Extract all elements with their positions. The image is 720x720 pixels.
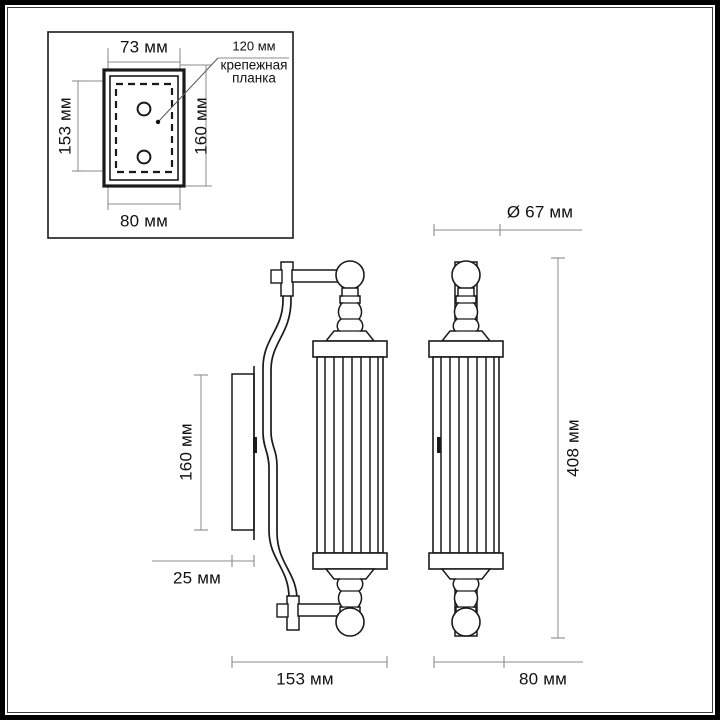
inset-dim-80: 80 мм (107, 199, 181, 230)
dim-80-main-label: 80 мм (519, 669, 567, 688)
dim-67-label: Ø 67 мм (507, 202, 573, 221)
inset-dim-153: 153 мм (55, 80, 83, 172)
inset-mounting-hole-lower (136, 149, 152, 165)
inset-dim-153-label: 153 мм (55, 97, 74, 155)
front-finial-ball-bottom (451, 607, 481, 637)
side-switch (253, 437, 257, 453)
dim-67-diameter: Ø 67 мм (433, 202, 582, 236)
side-bracket-top-stub (270, 269, 283, 284)
inset-mounting-hole-upper (136, 101, 152, 117)
front-neck-bottom (440, 568, 492, 623)
front-view-dimensions: Ø 67 мм 408 мм 80 мм (433, 202, 583, 688)
front-switch (437, 437, 441, 453)
inset-bracket-dashed-outline (114, 82, 174, 174)
side-view (231, 260, 388, 637)
inset-mounting-plate-detail: 73 мм 153 мм 160 мм 80 мм (47, 31, 294, 239)
front-view (428, 260, 504, 637)
sheet-inner-rule (7, 7, 713, 713)
inset-dim-160: 160 мм (191, 65, 210, 186)
inset-dim-160-label: 160 мм (191, 97, 210, 155)
dim-25: 25 мм (152, 555, 255, 587)
inset-dim-73-label: 73 мм (120, 37, 168, 56)
dim-80-main: 80 мм (433, 656, 583, 688)
inset-dim-73: 73 мм (107, 37, 181, 67)
inset-callout-leader (155, 57, 289, 125)
side-finial-ball-bottom (335, 607, 365, 637)
inset-callout-line2: планка (232, 71, 276, 86)
dim-153-main-label: 153 мм (276, 669, 334, 688)
dim-25-label: 25 мм (173, 568, 221, 587)
side-bracket-bottom-stub (276, 603, 289, 618)
dim-408-height: 408 мм (551, 257, 582, 639)
front-shade-ribs (440, 357, 495, 553)
side-neck-bottom (324, 568, 376, 623)
dim-153-main: 153 мм (231, 656, 388, 688)
inset-dim-120-label: 120 мм (232, 38, 275, 53)
side-bracket-curve-outer (262, 267, 290, 628)
front-shade-body (432, 356, 500, 554)
inset-callout-line1: крепежная (221, 58, 288, 73)
side-view-dimensions: 160 мм 25 мм 153 мм (152, 374, 388, 688)
dim-160-main: 160 мм (176, 374, 208, 531)
dim-160-main-label: 160 мм (176, 423, 195, 481)
side-shade-body (316, 356, 384, 554)
inset-dim-80-label: 80 мм (120, 211, 168, 230)
side-shade-ribs (324, 357, 379, 553)
dim-408-label: 408 мм (563, 419, 582, 477)
side-bracket-curve-inner (270, 267, 298, 628)
